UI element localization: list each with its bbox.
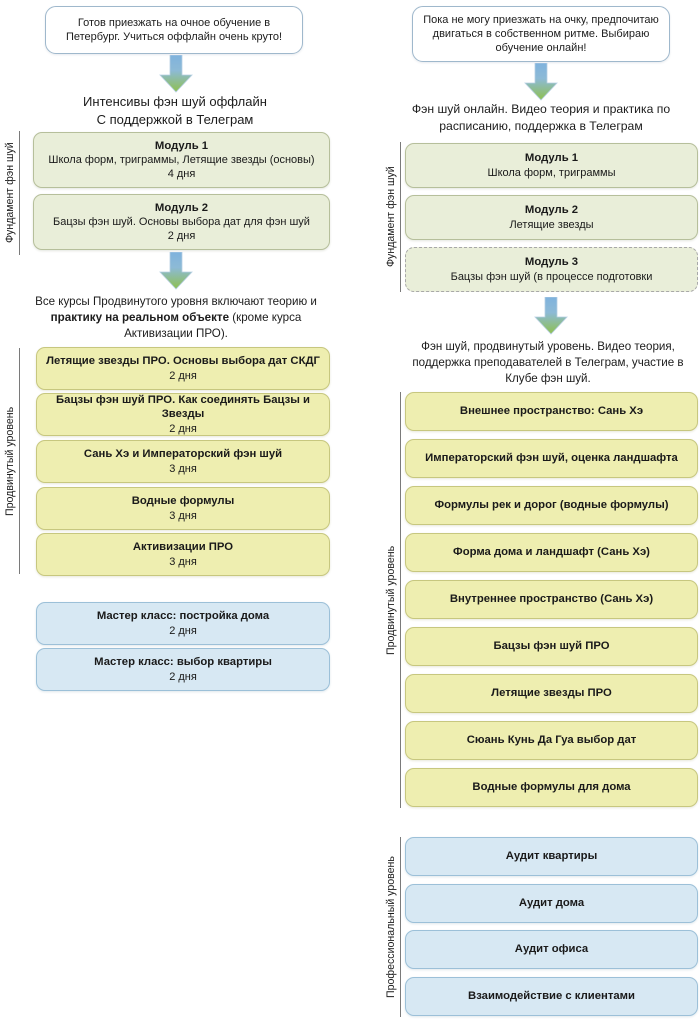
online-professional-course-3-title: Аудит офиса bbox=[514, 943, 589, 956]
offline-premise-text: Готов приезжать на очное обучение в Пете… bbox=[65, 16, 283, 43]
offline-advanced-course-5-title: Активизации ПРО bbox=[132, 541, 234, 554]
online-advanced-bracket bbox=[400, 392, 401, 808]
offline-masterclass-1[interactable]: Мастер класс: постройка дома 2 дня bbox=[36, 602, 330, 645]
offline-module-2-desc: Бацзы фэн шуй. Основы выбора дат для фэн… bbox=[53, 216, 310, 229]
offline-advanced-note: Все курсы Продвинутого уровня включают т… bbox=[28, 294, 324, 341]
online-professional-course-4[interactable]: Взаимодействие с клиентами bbox=[405, 977, 698, 1016]
offline-arrow-to-foundation bbox=[159, 55, 193, 93]
offline-module-2[interactable]: Модуль 2 Бацзы фэн шуй. Основы выбора да… bbox=[33, 194, 330, 250]
online-module-2-desc: Летящие звезды bbox=[509, 218, 594, 231]
online-advanced-course-3[interactable]: Формулы рек и дорог (водные формулы) bbox=[405, 486, 698, 525]
online-foundation-bracket bbox=[400, 142, 401, 292]
offline-module-1-duration: 4 дня bbox=[167, 168, 196, 181]
online-advanced-course-4-title: Форма дома и ландшафт (Сань Хэ) bbox=[453, 546, 650, 559]
online-module-1[interactable]: Модуль 1 Школа форм, триграммы bbox=[405, 143, 698, 188]
offline-advanced-course-5-duration: 3 дня bbox=[169, 555, 197, 568]
offline-advanced-label: Продвинутый уровень bbox=[4, 406, 16, 516]
online-advanced-note: Фэн шуй, продвинутый уровень. Видео теор… bbox=[412, 340, 684, 385]
offline-advanced-bracket bbox=[19, 348, 20, 574]
online-professional-course-1[interactable]: Аудит квартиры bbox=[405, 837, 698, 876]
online-arrow-to-advanced bbox=[534, 297, 568, 335]
online-advanced-course-8-title: Сюань Кунь Да Гуа выбор дат bbox=[466, 734, 637, 747]
online-foundation-label: Фундамент фэн шуй bbox=[385, 166, 397, 268]
offline-advanced-course-1[interactable]: Летящие звезды ПРО. Основы выбора дат СК… bbox=[36, 347, 330, 390]
offline-advanced-course-1-title: Летящие звезды ПРО. Основы выбора дат СК… bbox=[46, 355, 320, 368]
offline-advanced-course-3[interactable]: Сань Хэ и Императорский фэн шуй 3 дня bbox=[36, 440, 330, 483]
offline-advanced-course-2-title: Бацзы фэн шуй ПРО. Как соединять Бацзы и… bbox=[56, 394, 310, 421]
online-professional-course-2-title: Аудит дома bbox=[518, 897, 585, 910]
online-advanced-course-1[interactable]: Внешнее пространство: Сань Хэ bbox=[405, 392, 698, 431]
offline-foundation-bracket bbox=[19, 131, 20, 255]
offline-advanced-note-bold: практику на реальном объекте bbox=[50, 310, 230, 324]
offline-advanced-note-part2: (кроме курса Активизации ПРО). bbox=[124, 310, 302, 340]
offline-masterclass-2-duration: 2 дня bbox=[169, 670, 197, 683]
online-professional-course-3[interactable]: Аудит офиса bbox=[405, 930, 698, 969]
online-advanced-course-7-title: Летящие звезды ПРО bbox=[491, 687, 612, 700]
online-advanced-course-3-title: Формулы рек и дорог (водные формулы) bbox=[434, 499, 669, 512]
offline-advanced-note-part1: Все курсы Продвинутого уровня включают т… bbox=[35, 295, 317, 308]
online-module-3-title: Модуль 3 bbox=[524, 256, 579, 269]
online-advanced-course-2[interactable]: Императорский фэн шуй, оценка ландшафта bbox=[405, 439, 698, 478]
online-advanced-course-1-title: Внешнее пространство: Сань Хэ bbox=[459, 405, 644, 418]
online-advanced-course-5[interactable]: Внутреннее пространство (Сань Хэ) bbox=[405, 580, 698, 619]
offline-advanced-course-5[interactable]: Активизации ПРО 3 дня bbox=[36, 533, 330, 576]
online-advanced-course-9[interactable]: Водные формулы для дома bbox=[405, 768, 698, 807]
online-advanced-course-5-title: Внутреннее пространство (Сань Хэ) bbox=[449, 593, 654, 606]
offline-premise-box: Готов приезжать на очное обучение в Пете… bbox=[45, 6, 303, 54]
offline-module-1-desc: Школа форм, триграммы, Летящие звезды (о… bbox=[48, 154, 315, 167]
online-module-3-desc: Бацзы фэн шуй (в процессе подготовки bbox=[450, 270, 653, 283]
offline-track-column: Готов приезжать на очное обучение в Пете… bbox=[4, 6, 330, 691]
offline-arrow-to-advanced bbox=[159, 252, 193, 290]
online-professional-bracket bbox=[400, 837, 401, 1017]
online-track-column: Пока не могу приезжать на очку, предпочи… bbox=[350, 0, 700, 1024]
offline-foundation-label: Фундамент фэн шуй bbox=[4, 142, 16, 244]
online-advanced-course-2-title: Императорский фэн шуй, оценка ландшафта bbox=[425, 452, 678, 465]
offline-masterclass-2[interactable]: Мастер класс: выбор квартиры 2 дня bbox=[36, 648, 330, 691]
online-module-2[interactable]: Модуль 2 Летящие звезды bbox=[405, 195, 698, 240]
online-advanced-course-4[interactable]: Форма дома и ландшафт (Сань Хэ) bbox=[405, 533, 698, 572]
offline-module-2-duration: 2 дня bbox=[167, 230, 196, 243]
offline-advanced-course-2[interactable]: Бацзы фэн шуй ПРО. Как соединять Бацзы и… bbox=[36, 393, 330, 436]
offline-masterclass-2-title: Мастер класс: выбор квартиры bbox=[94, 656, 272, 669]
online-module-1-title: Модуль 1 bbox=[524, 152, 579, 165]
offline-advanced-course-4[interactable]: Водные формулы 3 дня bbox=[36, 487, 330, 530]
online-advanced-course-9-title: Водные формулы для дома bbox=[472, 781, 631, 794]
offline-advanced-course-3-title: Сань Хэ и Императорский фэн шуй bbox=[83, 448, 283, 461]
online-advanced-course-7[interactable]: Летящие звезды ПРО bbox=[405, 674, 698, 713]
offline-advanced-course-4-title: Водные формулы bbox=[131, 495, 235, 508]
online-advanced-course-6-title: Бацзы фэн шуй ПРО bbox=[493, 640, 610, 653]
online-professional-label: Профессиональный уровень bbox=[385, 856, 397, 998]
offline-advanced-course-2-duration: 2 дня bbox=[169, 422, 197, 435]
offline-advanced-course-3-duration: 3 дня bbox=[169, 462, 197, 475]
offline-masterclass-1-duration: 2 дня bbox=[169, 624, 197, 637]
online-heading: Фэн шуй онлайн. Видео теория и практика … bbox=[411, 102, 671, 133]
offline-module-1-title: Модуль 1 bbox=[154, 139, 209, 152]
offline-advanced-course-1-duration: 2 дня bbox=[169, 369, 197, 382]
online-advanced-label: Продвинутый уровень bbox=[385, 545, 397, 655]
offline-module-2-title: Модуль 2 bbox=[154, 201, 209, 214]
offline-module-1[interactable]: Модуль 1 Школа форм, триграммы, Летящие … bbox=[33, 132, 330, 188]
online-advanced-course-8[interactable]: Сюань Кунь Да Гуа выбор дат bbox=[405, 721, 698, 760]
online-professional-course-2[interactable]: Аудит дома bbox=[405, 884, 698, 923]
online-module-1-desc: Школа форм, триграммы bbox=[487, 166, 616, 179]
offline-advanced-course-4-duration: 3 дня bbox=[169, 509, 197, 522]
online-advanced-course-6[interactable]: Бацзы фэн шуй ПРО bbox=[405, 627, 698, 666]
online-professional-course-1-title: Аудит квартиры bbox=[505, 850, 598, 863]
online-module-2-title: Модуль 2 bbox=[524, 204, 579, 217]
online-module-3[interactable]: Модуль 3 Бацзы фэн шуй (в процессе подго… bbox=[405, 247, 698, 292]
online-premise-box: Пока не могу приезжать на очку, предпочи… bbox=[412, 6, 670, 62]
offline-masterclass-1-title: Мастер класс: постройка дома bbox=[96, 610, 270, 623]
online-arrow-to-foundation bbox=[524, 63, 558, 101]
online-premise-text: Пока не могу приезжать на очку, предпочи… bbox=[423, 13, 659, 55]
offline-heading: Интенсивы фэн шуй оффлайн С поддержкой в… bbox=[83, 94, 267, 127]
online-professional-course-4-title: Взаимодействие с клиентами bbox=[468, 990, 635, 1003]
